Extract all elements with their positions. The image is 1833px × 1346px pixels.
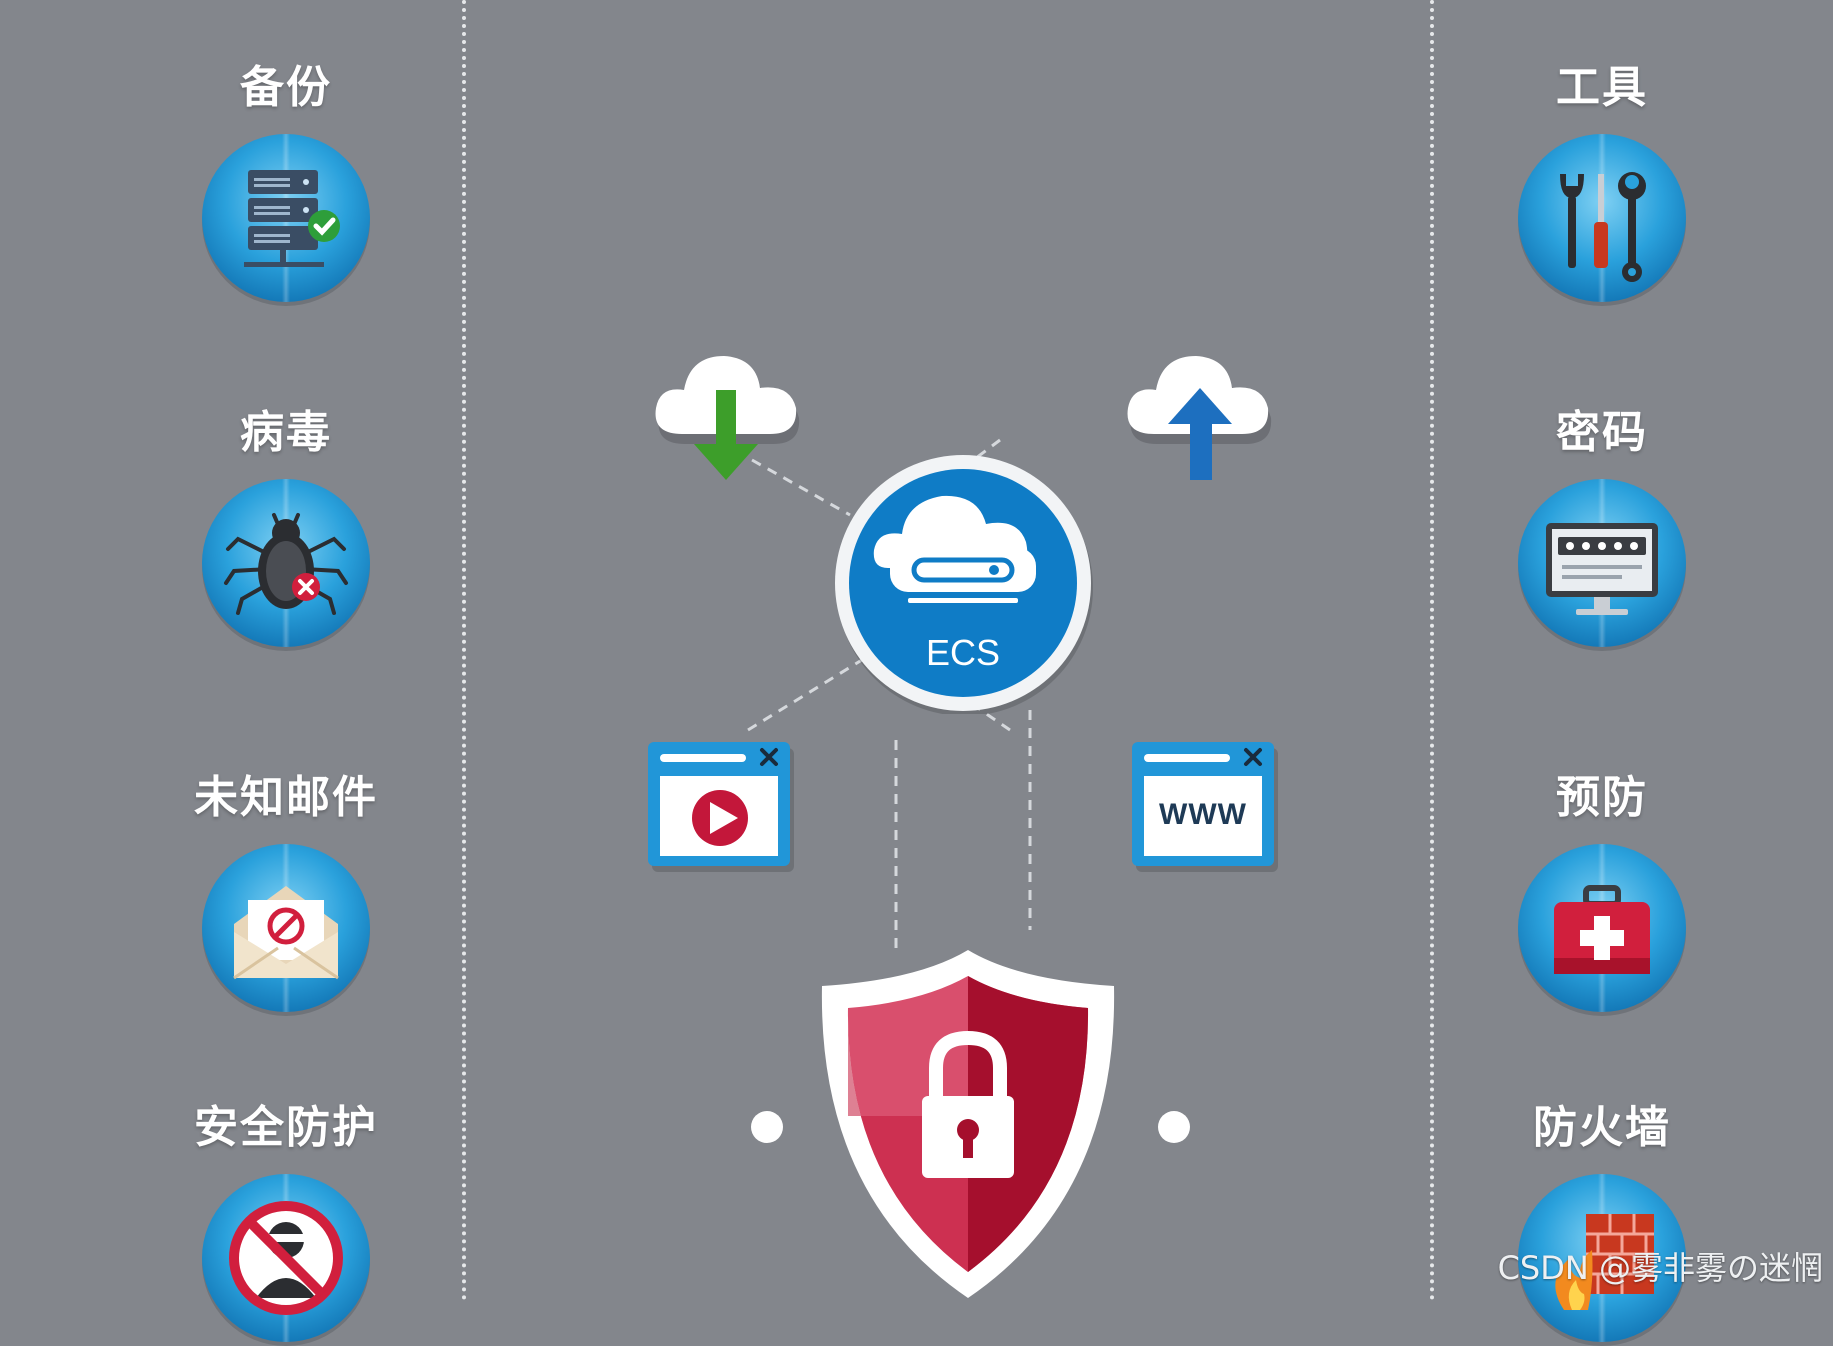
feature-prevention: 预防	[1482, 770, 1722, 1016]
feature-tools: 工具	[1482, 60, 1722, 306]
ecs-hub-label: ECS	[925, 632, 1001, 673]
feature-virus: 病毒	[166, 405, 406, 651]
video-window-icon	[646, 740, 796, 875]
feature-backup: 备份	[166, 60, 406, 306]
right-dotted-divider	[1430, 0, 1434, 1301]
cloud-download-icon	[652, 348, 802, 488]
right-dot	[1157, 1110, 1191, 1144]
feature-label: 密码	[1556, 407, 1648, 458]
tools-icon	[1514, 130, 1690, 306]
web-window-label: WWW	[1159, 798, 1247, 831]
server-backup-icon	[198, 130, 374, 306]
watermark-text: CSDN @雾非雾の迷惘	[1497, 1249, 1823, 1287]
web-window-icon: WWW	[1130, 740, 1280, 875]
feature-unknown-mail: 未知邮件	[166, 770, 406, 1016]
feature-label: 病毒	[240, 407, 332, 458]
feature-label: 未知邮件	[194, 772, 378, 823]
feature-label: 防火墙	[1533, 1102, 1671, 1153]
feature-label: 预防	[1556, 772, 1648, 823]
feature-label: 安全防护	[194, 1102, 378, 1153]
security-shield-lock-icon	[818, 946, 1118, 1301]
feature-firewall: 防火墙	[1482, 1100, 1722, 1346]
password-monitor-icon	[1514, 475, 1690, 651]
no-thief-icon	[198, 1170, 374, 1346]
feature-label: 工具	[1556, 62, 1648, 113]
first-aid-kit-icon	[1514, 840, 1690, 1016]
blocked-mail-icon	[198, 840, 374, 1016]
feature-security-protection: 安全防护	[166, 1100, 406, 1346]
ecs-hub: ECS	[832, 452, 1094, 714]
feature-label: 备份	[240, 62, 332, 113]
virus-bug-icon	[198, 475, 374, 651]
left-dot	[750, 1110, 784, 1144]
feature-password: 密码	[1482, 405, 1722, 651]
left-dotted-divider	[462, 0, 466, 1301]
cloud-upload-icon	[1124, 348, 1274, 488]
